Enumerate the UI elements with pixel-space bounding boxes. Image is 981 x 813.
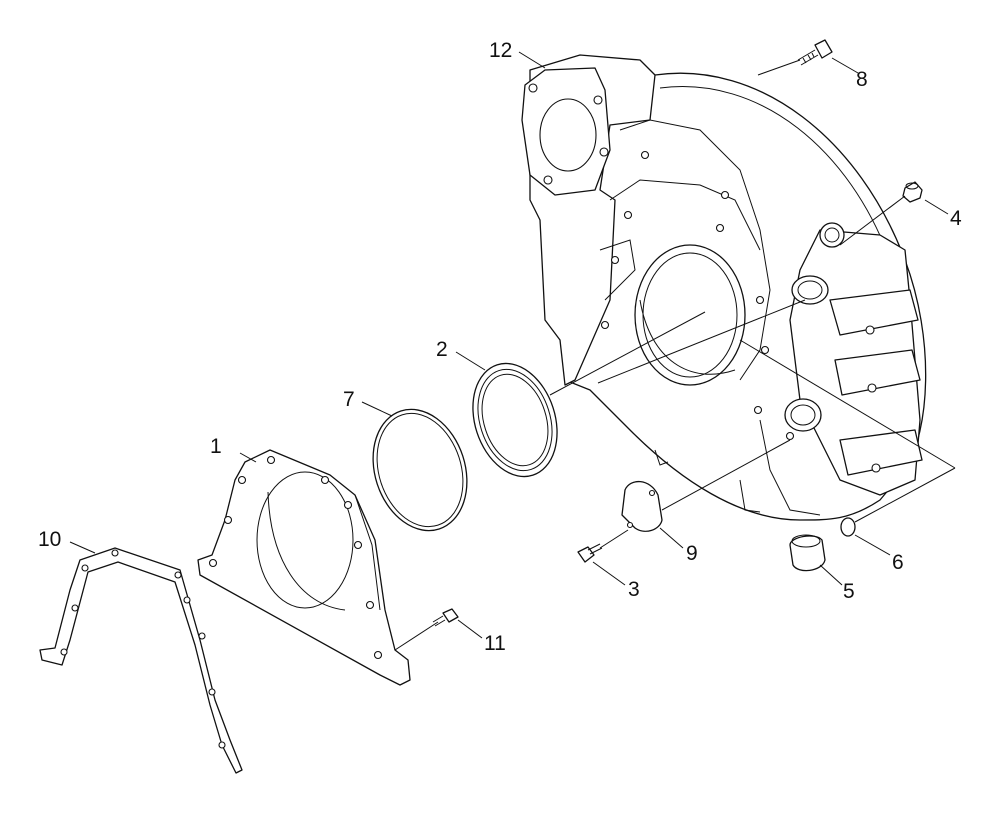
cover-plate-part-9 <box>621 480 663 532</box>
leader-8 <box>831 57 859 74</box>
callout-3: 3 <box>628 578 640 601</box>
leader-10 <box>69 541 96 554</box>
axis-line-plug-6b <box>854 467 956 523</box>
callout-2: 2 <box>436 338 448 361</box>
axis-line-port <box>597 299 806 384</box>
callout-6: 6 <box>892 551 904 574</box>
callout-10: 10 <box>38 528 61 551</box>
seal-housing-part-1 <box>197 449 411 686</box>
leader-1 <box>239 452 257 463</box>
axis-line-bolt-11 <box>394 621 439 651</box>
leader-lines <box>69 51 956 651</box>
axis-line-seal <box>549 311 706 396</box>
bolt-part-11 <box>432 608 459 627</box>
axis-line-bolt-3 <box>599 529 629 549</box>
callout-5: 5 <box>843 580 855 603</box>
plug-part-5 <box>789 534 826 572</box>
gasket-part-10 <box>39 547 243 774</box>
leader-5 <box>819 564 843 586</box>
callout-12: 12 <box>489 39 512 62</box>
leader-12 <box>518 51 546 69</box>
callout-labels: 12 8 4 2 7 1 10 9 6 3 5 11 <box>38 39 962 655</box>
axis-line-plug-4 <box>839 195 906 246</box>
axis-line-cover <box>661 439 791 511</box>
callout-1: 1 <box>210 435 222 458</box>
callout-7: 7 <box>343 388 355 411</box>
axis-line-plug-6 <box>739 339 956 469</box>
callout-9: 9 <box>686 542 698 565</box>
axis-line-bolt-8 <box>757 59 801 76</box>
leader-3 <box>592 561 626 586</box>
bolt-part-8 <box>797 39 833 66</box>
leader-7 <box>361 401 393 417</box>
o-ring-part-7 <box>372 408 468 532</box>
o-ring-part-6 <box>840 517 856 537</box>
callout-8: 8 <box>856 68 868 91</box>
flywheel-housing <box>521 54 927 521</box>
plug-part-4 <box>902 181 923 203</box>
bolt-part-3 <box>577 543 603 563</box>
callout-4: 4 <box>950 207 962 230</box>
leader-11 <box>457 619 483 639</box>
leader-9 <box>659 527 684 549</box>
leader-2 <box>455 351 486 371</box>
oil-seal-part-2 <box>472 362 558 478</box>
callout-11: 11 <box>484 632 506 655</box>
leader-4 <box>924 199 949 215</box>
leader-6 <box>854 534 891 556</box>
